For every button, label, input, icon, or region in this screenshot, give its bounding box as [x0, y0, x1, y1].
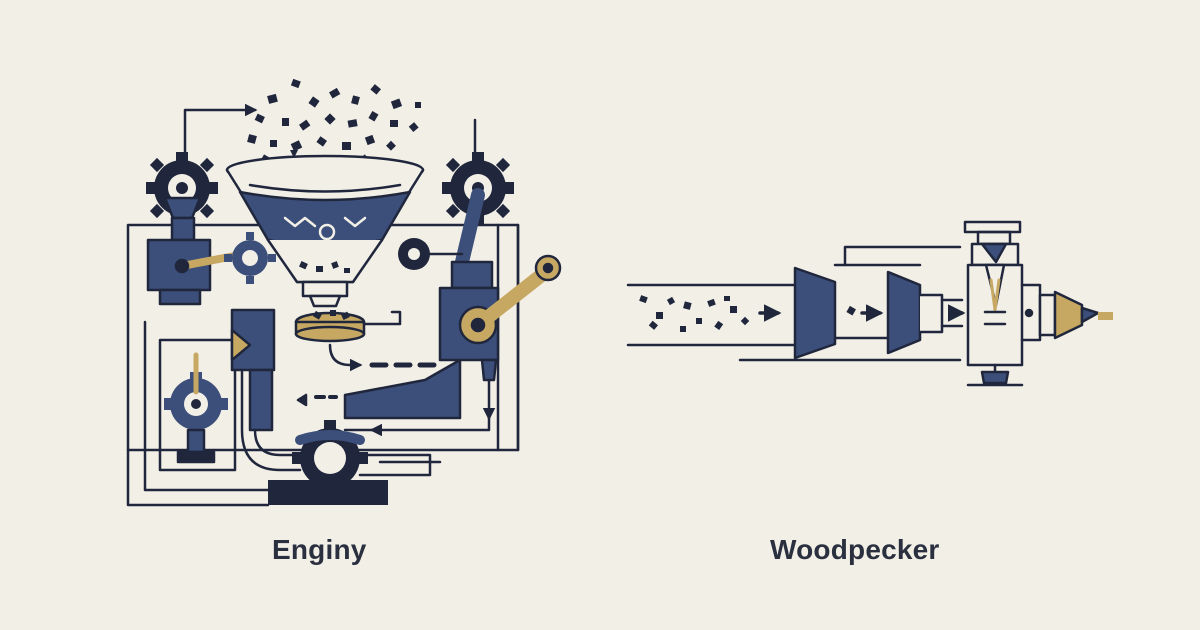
funnel-icon [225, 154, 425, 308]
crank-lever-icon [458, 254, 562, 345]
small-gear-icon [224, 232, 276, 284]
compressor-stage-icon [793, 266, 837, 360]
pipe-icon [240, 343, 437, 472]
enginy-machine-diagram [126, 78, 562, 507]
gear-icon [164, 352, 228, 464]
enginy-label: Enginy [272, 534, 367, 565]
woodpecker-pipeline-diagram [626, 220, 1113, 387]
drill-bit [480, 358, 498, 421]
gear-icon [292, 420, 368, 496]
nozzle-icon [1038, 290, 1113, 340]
ramp [296, 358, 491, 437]
base-block [268, 480, 388, 505]
debris-particles [639, 295, 856, 332]
press-block [230, 308, 276, 432]
compressor-stage-icon [886, 270, 964, 355]
press-drill-icon [963, 220, 1042, 387]
collector-tray [294, 310, 402, 343]
woodpecker-label: Woodpecker [770, 534, 940, 565]
